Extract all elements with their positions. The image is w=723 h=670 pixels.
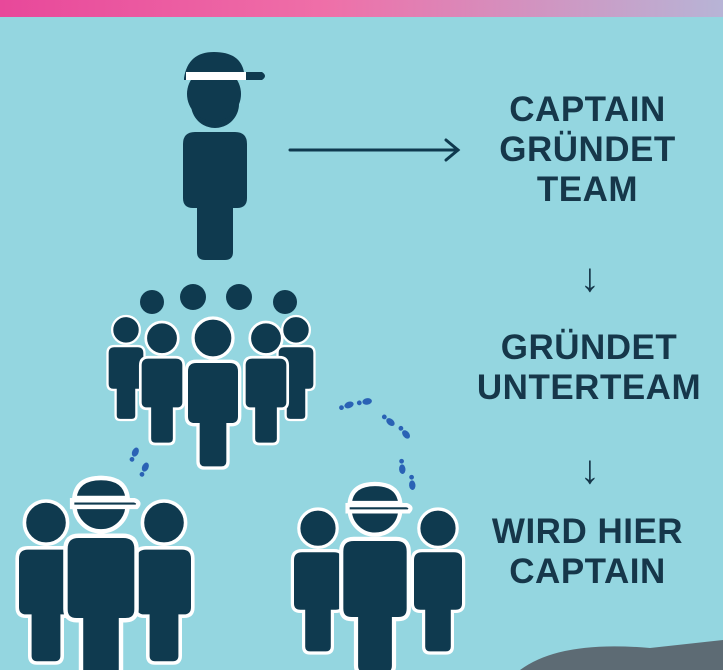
step1-line1: CAPTAIN [509,90,666,129]
team-group-icon [106,314,316,470]
down-arrow-icon: ↓ [579,256,601,300]
corner-shape [520,640,723,670]
dots-icon [140,284,297,314]
captain-person-icon [183,52,265,260]
captain-subteam-icon [290,484,466,670]
step-captain-founds-team: CAPTAIN GRÜNDET TEAM [460,90,715,210]
footprints-icon [338,397,416,491]
down-arrow-icon: ↓ [579,448,601,492]
step-becomes-captain: WIRD HIER CAPTAIN [460,512,715,592]
top-gradient-bar [0,0,723,17]
step3-line1: WIRD HIER [491,512,684,551]
step-founds-subteam: GRÜNDET UNTERTEAM [458,328,720,408]
right-arrow-icon [288,138,461,162]
captain-subteam-icon [15,478,195,670]
step1-line3: TEAM [536,170,639,209]
step3-line2: CAPTAIN [509,552,666,591]
step1-line2: GRÜNDET [499,130,676,169]
step2-line1: GRÜNDET [500,328,678,367]
step2-line2: UNTERTEAM [476,368,702,407]
footprints-icon [128,446,151,478]
